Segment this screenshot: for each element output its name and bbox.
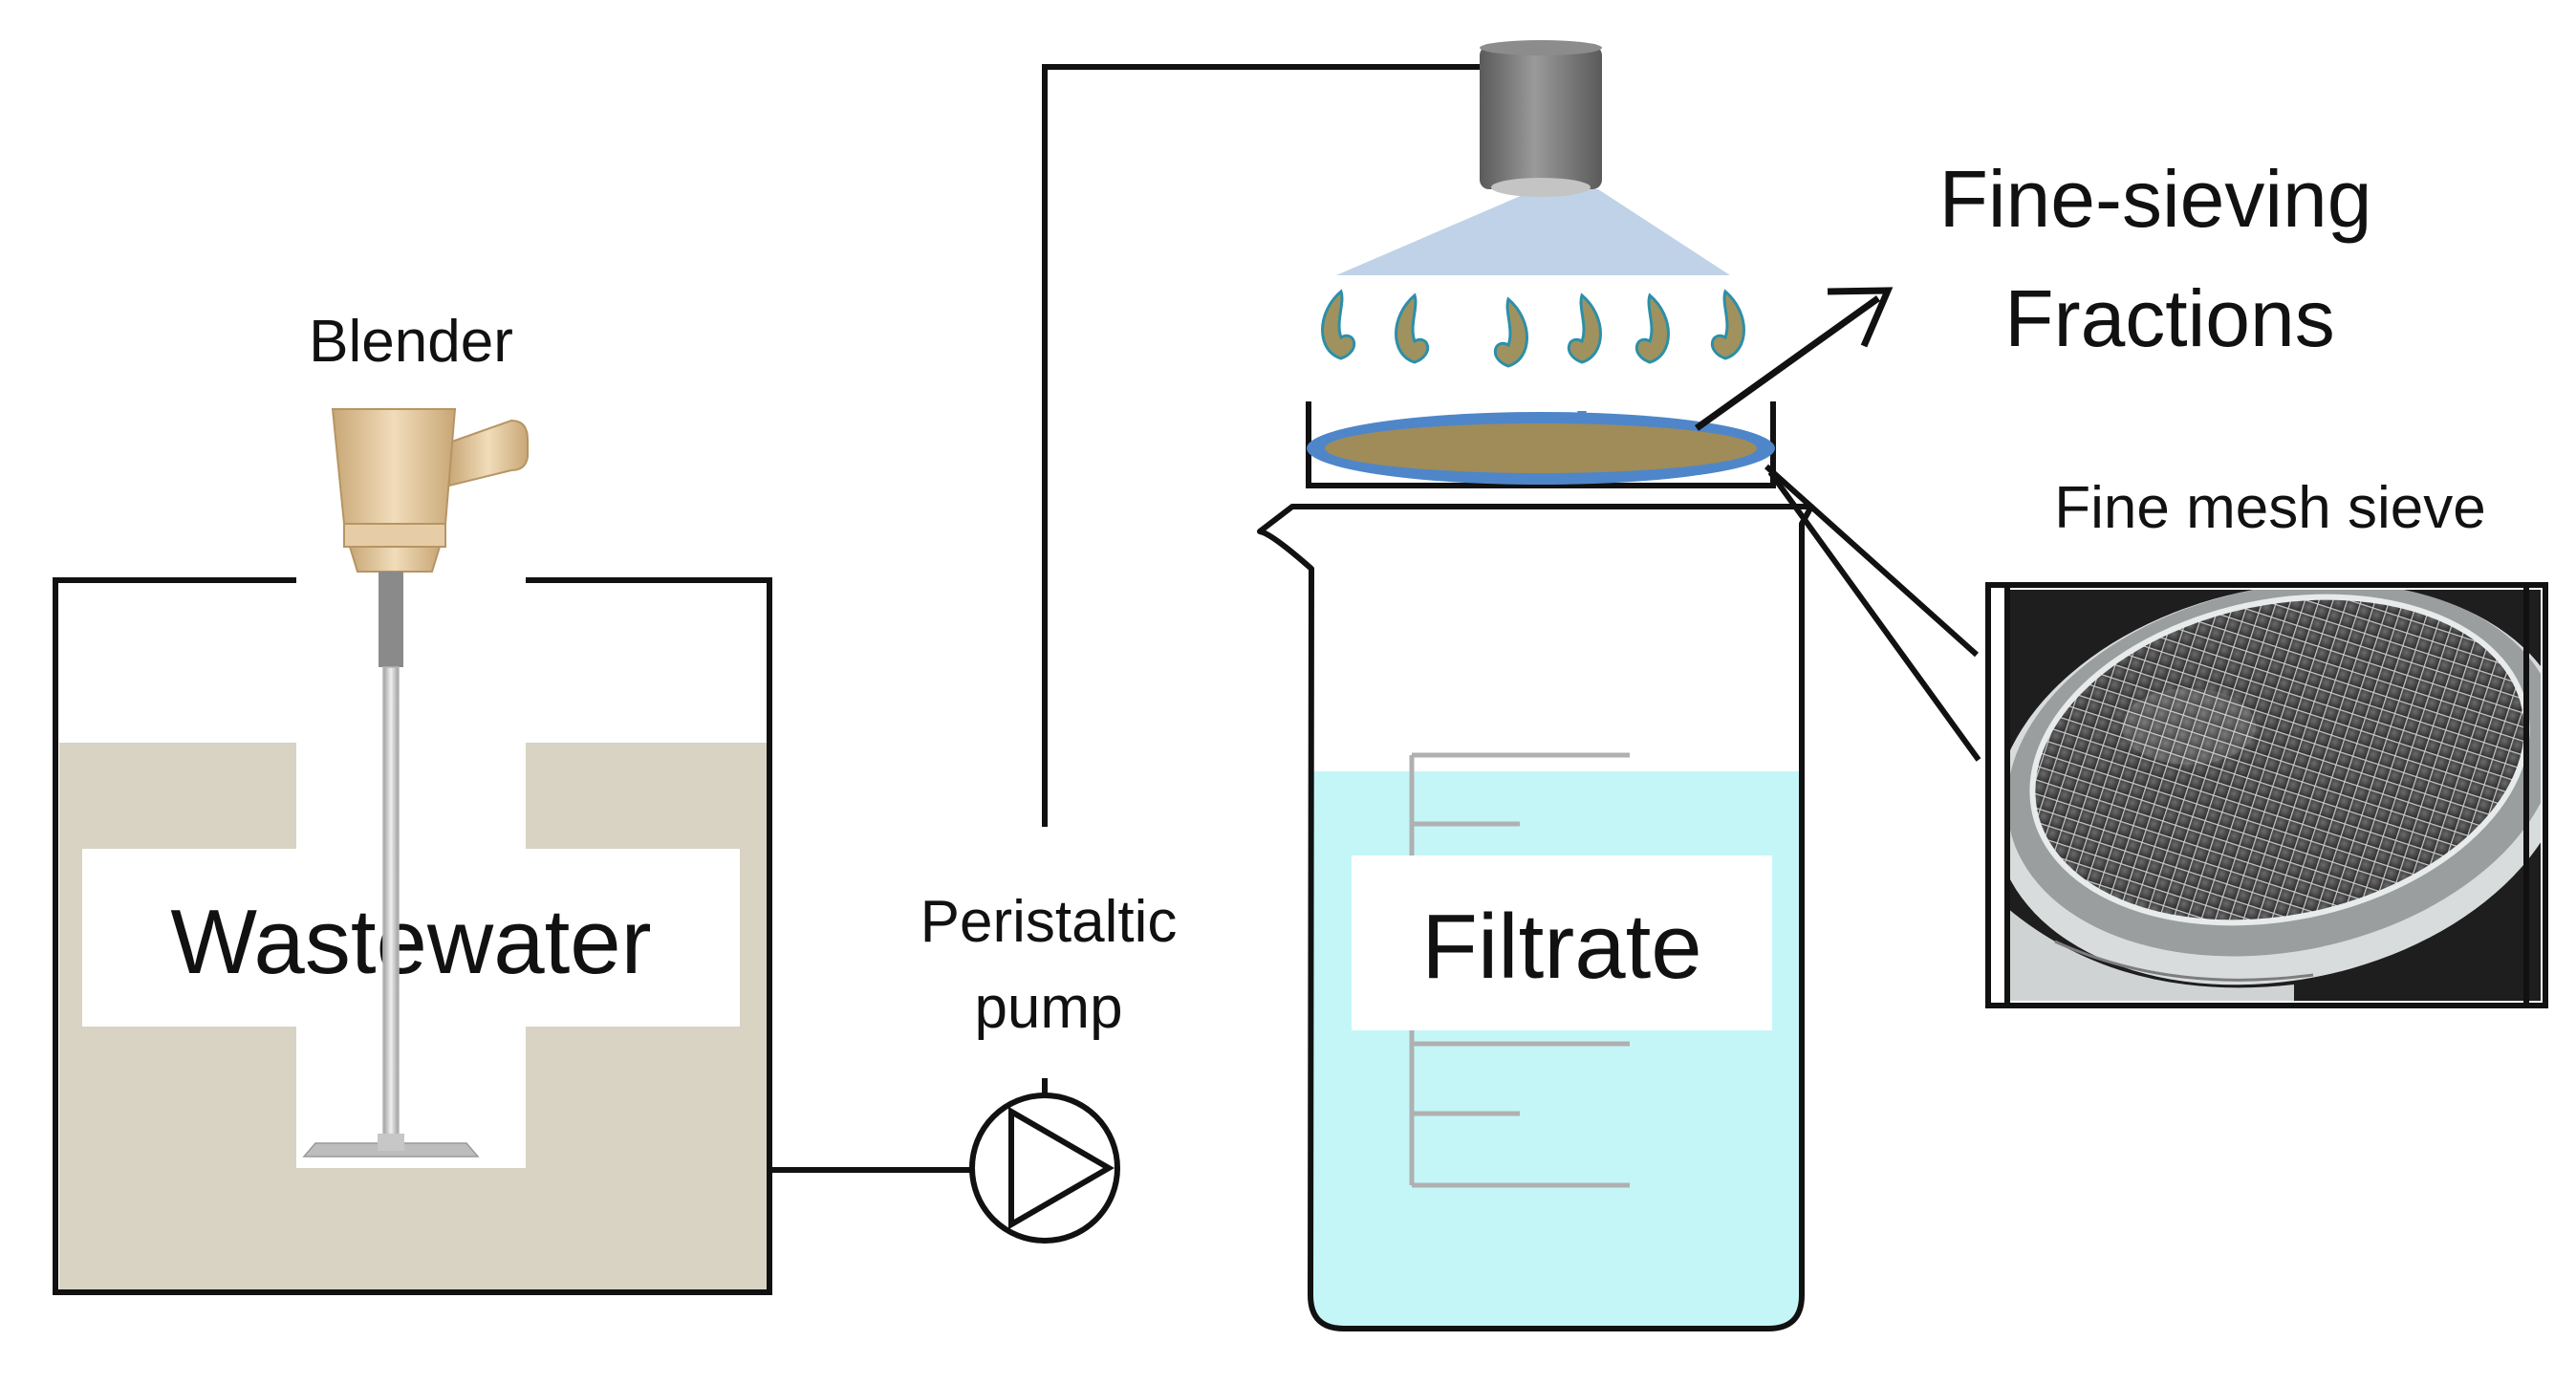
droplet-icon bbox=[1635, 292, 1670, 364]
fractions-label-line2: Fractions bbox=[2004, 273, 2334, 363]
peristaltic-pump: Peristaltic pump bbox=[920, 889, 1178, 1244]
pump-label-line2: pump bbox=[974, 975, 1122, 1041]
spray-nozzle bbox=[1336, 40, 1730, 275]
blender-shaft-upper bbox=[379, 572, 403, 667]
blender-label: Blender bbox=[309, 309, 513, 375]
sieve bbox=[1306, 401, 1776, 488]
filtrate-label: Filtrate bbox=[1421, 896, 1701, 998]
blender-shaft bbox=[382, 666, 400, 1151]
spray-droplets bbox=[1321, 289, 1745, 368]
fractions-annotation: Fine-sieving Fractions bbox=[1694, 154, 2372, 431]
arrow-line bbox=[1694, 295, 1881, 431]
sieve-holder bbox=[1306, 401, 1776, 488]
pump-label-line1: Peristaltic bbox=[920, 889, 1178, 955]
droplet-icon bbox=[1711, 289, 1745, 360]
fractions-label-line1: Fine-sieving bbox=[1939, 154, 2372, 244]
sieve-solids bbox=[1325, 423, 1757, 473]
filtrate-beaker: Filtrate bbox=[1257, 504, 1814, 1331]
spray-cone bbox=[1336, 189, 1730, 275]
wastewater-tank: Wastewater bbox=[53, 577, 772, 1295]
droplet-icon bbox=[1568, 292, 1602, 364]
nozzle-icon bbox=[1480, 40, 1602, 197]
wastewater-label: Wastewater bbox=[170, 891, 651, 993]
droplet-icon bbox=[1494, 296, 1528, 368]
arrow-head-icon bbox=[1827, 287, 1894, 348]
filtrate-label-box bbox=[1352, 855, 1772, 1030]
droplet-icon bbox=[1321, 289, 1355, 360]
callout-line-top bbox=[1764, 464, 1980, 658]
pipe-pump-to-nozzle bbox=[1042, 64, 1480, 827]
blender: Blender bbox=[302, 309, 529, 1158]
wastewater-label-box bbox=[82, 849, 740, 1027]
callout-line-bottom bbox=[1767, 470, 1981, 762]
filtrate-liquid bbox=[1310, 771, 1802, 1329]
pump-triangle-icon bbox=[969, 1093, 1120, 1244]
mesh-sieve-icon bbox=[1985, 582, 2548, 1008]
mesh-callout: Fine mesh sieve bbox=[1764, 464, 2548, 1008]
blender-hub bbox=[378, 1134, 404, 1151]
blender-motor-icon bbox=[331, 408, 529, 573]
mesh-label: Fine mesh sieve bbox=[2054, 475, 2485, 541]
droplet-icon bbox=[1395, 292, 1429, 364]
tank-outline bbox=[53, 577, 772, 1295]
beaker-outline bbox=[1257, 504, 1814, 1331]
